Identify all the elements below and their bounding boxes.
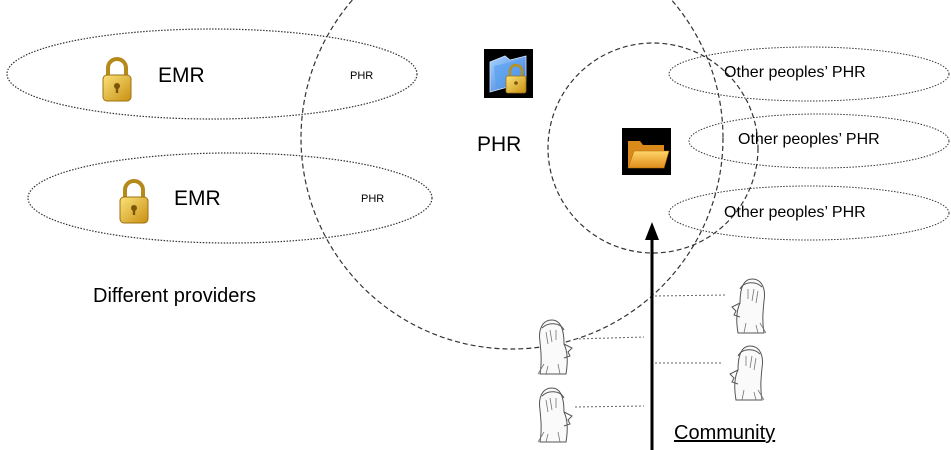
other-phr-label: Other peoples’ PHR [738, 131, 880, 148]
different-providers-label: Different providers [93, 285, 257, 307]
emr-ellipse [27, 152, 433, 244]
emr-ellipse [6, 28, 418, 120]
other-phr-label: Other peoples’ PHR [724, 204, 866, 221]
phr-small-label: PHR [361, 193, 385, 205]
person-icon [537, 319, 573, 375]
open-folder-icon [622, 128, 671, 175]
phr-circle [300, 0, 724, 350]
emr-label: EMR [174, 187, 221, 210]
padlock-icon [101, 57, 133, 103]
arrowhead-icon [645, 222, 659, 240]
other-phr-ellipse [668, 46, 950, 102]
locked-folder-icon [484, 49, 533, 98]
padlock-icon [118, 179, 150, 225]
person-icon [537, 387, 573, 443]
person-icon [731, 278, 767, 334]
other-phr-ellipse [688, 113, 950, 169]
other-phr-ellipse [668, 185, 950, 241]
community-label: Community [674, 422, 776, 444]
other-phr-label: Other peoples’ PHR [724, 64, 866, 81]
phr-small-label: PHR [350, 70, 374, 82]
person-icon [729, 345, 765, 401]
emr-label: EMR [158, 64, 205, 87]
phr-center-label: PHR [477, 133, 522, 156]
connection-lines [574, 294, 727, 408]
